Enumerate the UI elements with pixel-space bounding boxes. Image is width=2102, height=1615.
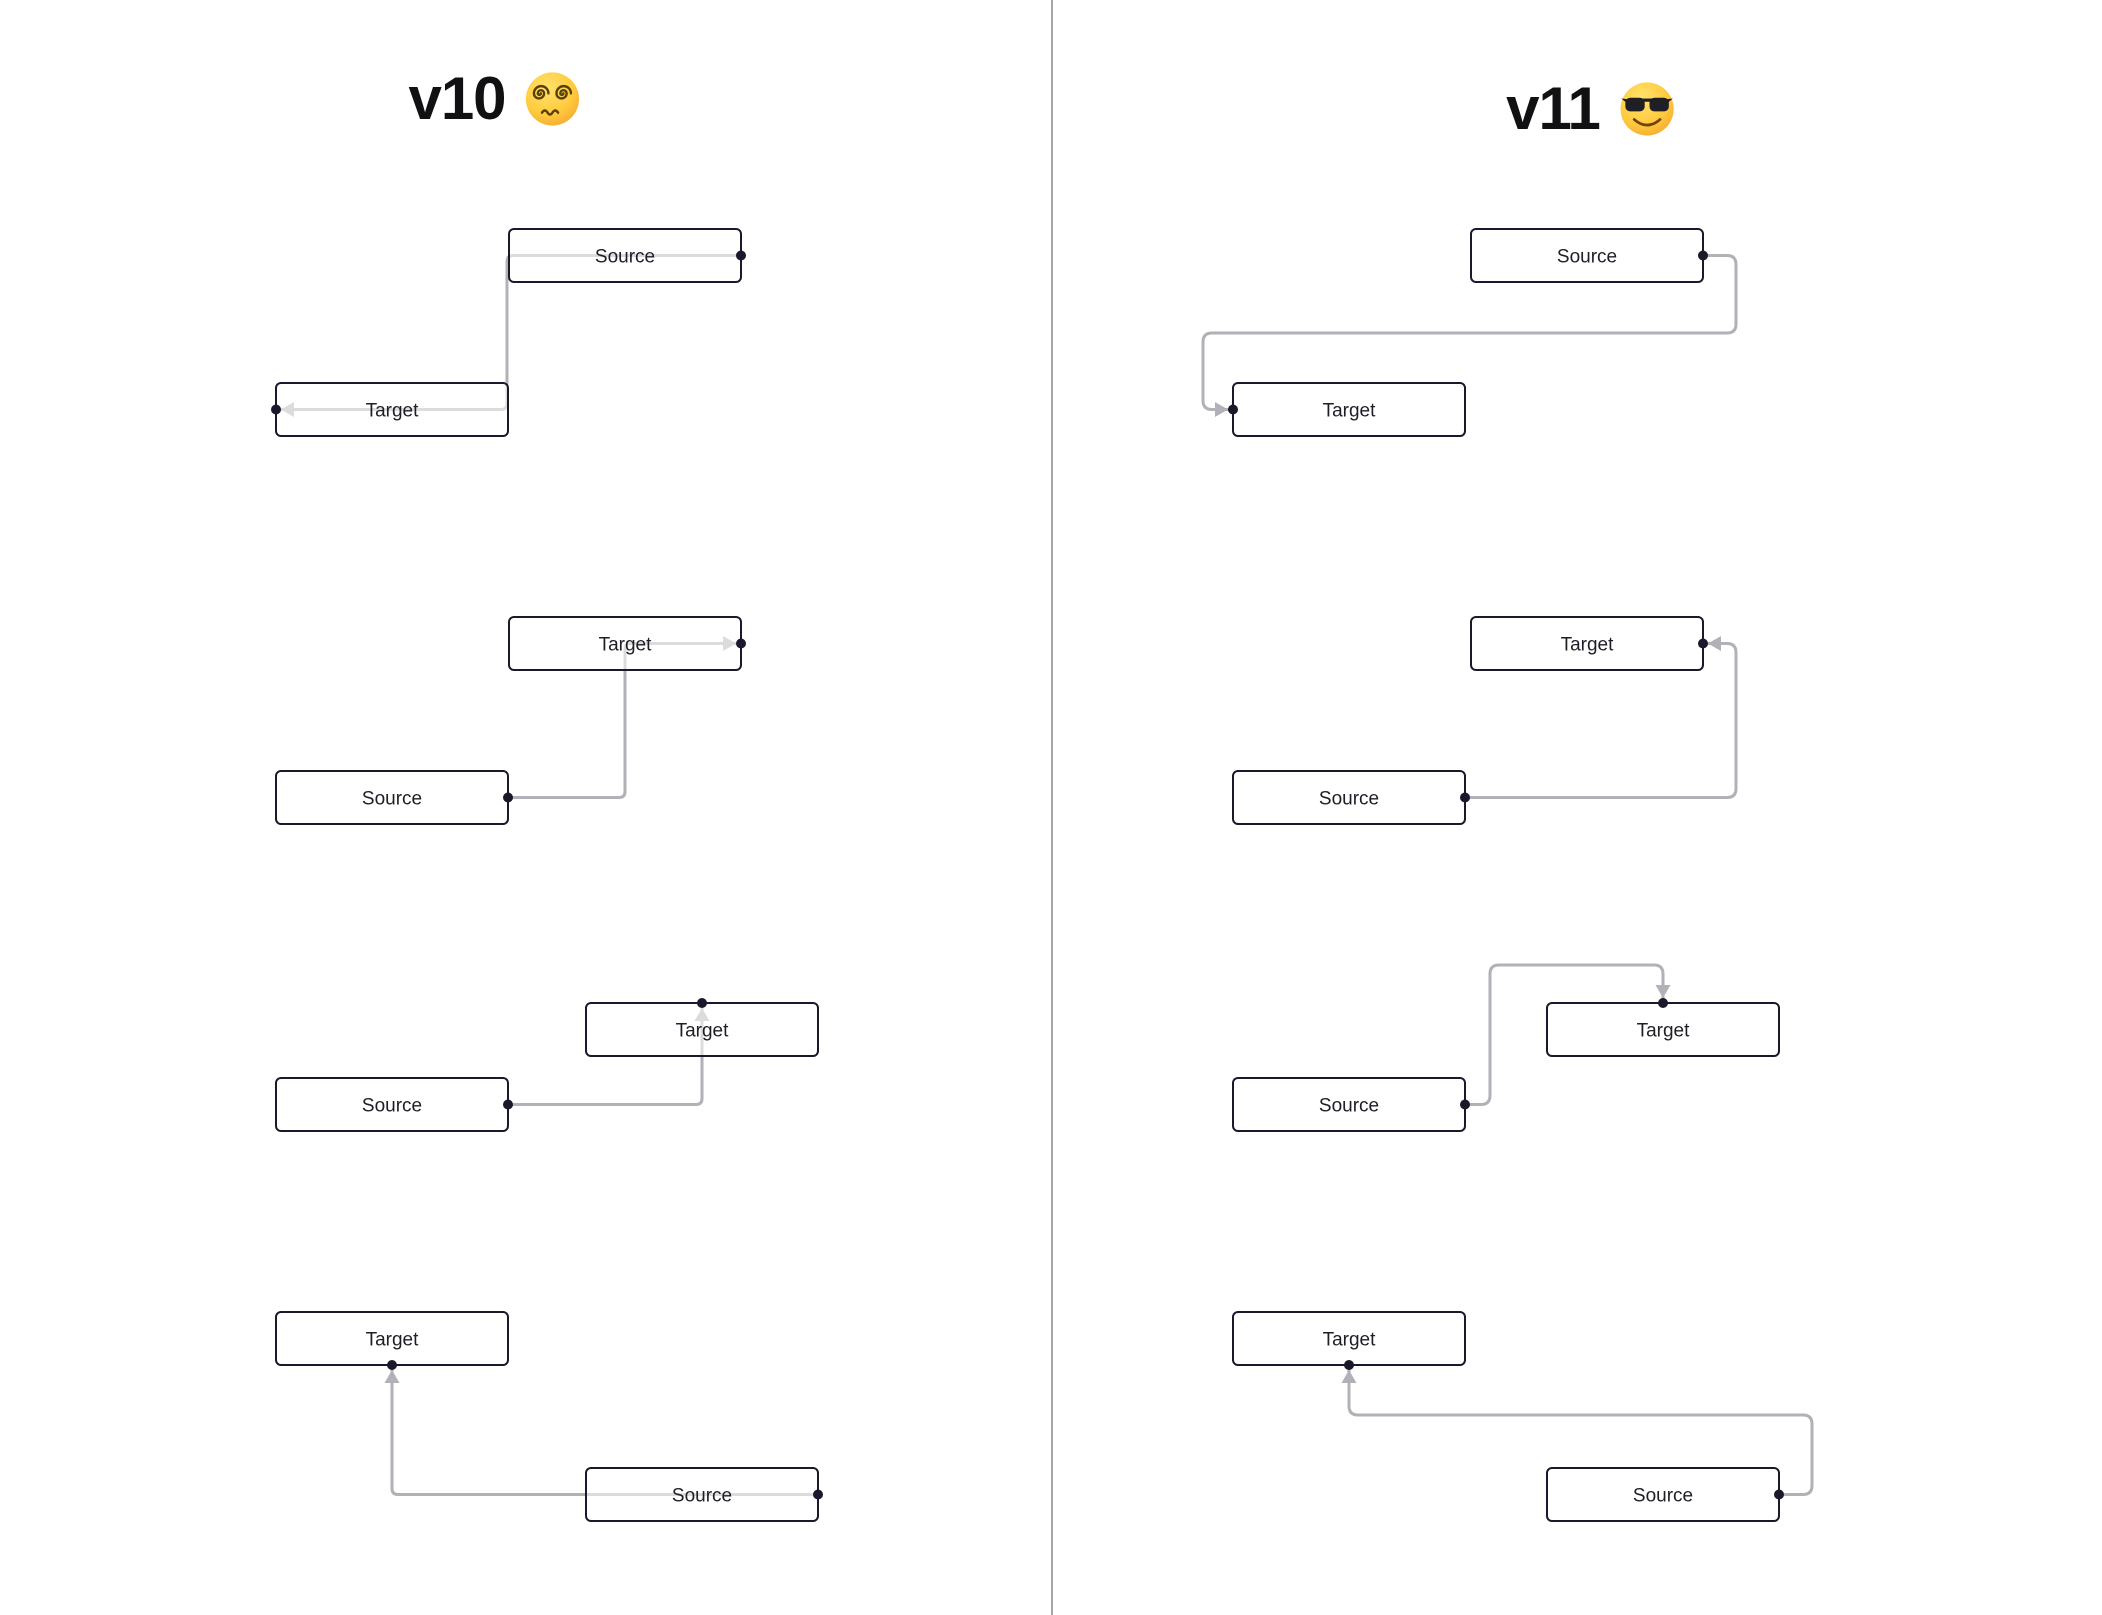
node-source-label: Source	[595, 247, 655, 268]
handle-dot-source-right[interactable]	[813, 1489, 823, 1500]
node-target-wash	[1233, 1312, 1465, 1365]
node-target-label: Target	[366, 401, 420, 422]
handle-dot-target-top[interactable]	[1658, 998, 1668, 1008]
node-target-label: Target	[1323, 1330, 1377, 1351]
edge-connector[interactable]	[1465, 642, 1738, 799]
face-with-spiral-eyes-emoji	[525, 71, 580, 126]
node-source-wash	[1233, 1078, 1465, 1131]
node-source-wash	[1547, 1468, 1779, 1521]
node-target-label: Target	[366, 1330, 420, 1351]
node-target-label: Target	[1637, 1021, 1691, 1042]
smiling-face-with-sunglasses-emoji	[1620, 81, 1674, 136]
edge-connector[interactable]	[1347, 1365, 1814, 1496]
handle-dot-source-right[interactable]	[503, 1099, 513, 1110]
v10-title-text: v10	[408, 65, 506, 132]
node-target-label: Target	[1561, 635, 1615, 656]
handle-dot-source-right[interactable]	[1774, 1489, 1784, 1500]
handle-dot-target-left[interactable]	[1228, 404, 1238, 415]
edge-arrowhead-icon	[1341, 1370, 1357, 1383]
node-source-wash	[586, 1468, 818, 1521]
handle-dot-source-right[interactable]	[1698, 250, 1708, 261]
handle-dot-target-top[interactable]	[697, 998, 707, 1008]
node-target-label: Target	[676, 1021, 730, 1042]
v11-title-text: v11	[1506, 75, 1601, 142]
edge-connector[interactable]	[390, 1365, 818, 1496]
handle-dot-source-right[interactable]	[503, 792, 513, 803]
edge-connector[interactable]	[1465, 963, 1665, 1106]
node-source-label: Source	[672, 1486, 732, 1507]
column-divider	[1051, 0, 1053, 1615]
handle-dot-target-bottom[interactable]	[387, 1360, 397, 1370]
edge-arrowhead-icon	[1655, 985, 1671, 998]
node-target-wash	[276, 383, 508, 436]
edge-arrowhead-icon	[1708, 636, 1721, 651]
node-target-wash	[509, 617, 741, 670]
node-target-label: Target	[599, 635, 653, 656]
node-source-label: Source	[1633, 1486, 1693, 1507]
column-title-v11: v11	[1506, 74, 1676, 143]
node-target-wash	[1233, 383, 1465, 436]
node-source-label: Source	[362, 1096, 422, 1117]
handle-dot-target-left[interactable]	[271, 404, 281, 415]
node-source-wash	[1233, 771, 1465, 824]
handle-dot-source-right[interactable]	[1460, 1099, 1470, 1110]
node-source-label: Source	[1557, 247, 1617, 268]
node-target-wash	[586, 1003, 818, 1056]
edge-connector[interactable]	[1201, 254, 1738, 411]
handle-dot-target-right[interactable]	[1698, 638, 1708, 649]
edge-arrowhead-icon	[1215, 402, 1228, 417]
column-title-v10: v10	[408, 64, 581, 133]
handle-dot-target-bottom[interactable]	[1344, 1360, 1354, 1370]
node-target-wash	[1471, 617, 1703, 670]
node-source-wash	[276, 771, 508, 824]
node-target-wash	[1547, 1003, 1779, 1056]
node-source-label: Source	[1319, 1096, 1379, 1117]
edge-connector[interactable]	[508, 1003, 704, 1106]
node-source-label: Source	[362, 789, 422, 810]
node-source-wash	[1471, 229, 1703, 282]
edge-arrowhead-icon	[384, 1370, 400, 1383]
node-source-wash	[509, 229, 741, 282]
handle-dot-source-right[interactable]	[1460, 792, 1470, 803]
node-source-wash	[276, 1078, 508, 1131]
node-target-wash	[276, 1312, 508, 1365]
handle-dot-target-right[interactable]	[736, 638, 746, 649]
node-target-label: Target	[1323, 401, 1377, 422]
node-source-label: Source	[1319, 789, 1379, 810]
handle-dot-source-right[interactable]	[736, 250, 746, 261]
